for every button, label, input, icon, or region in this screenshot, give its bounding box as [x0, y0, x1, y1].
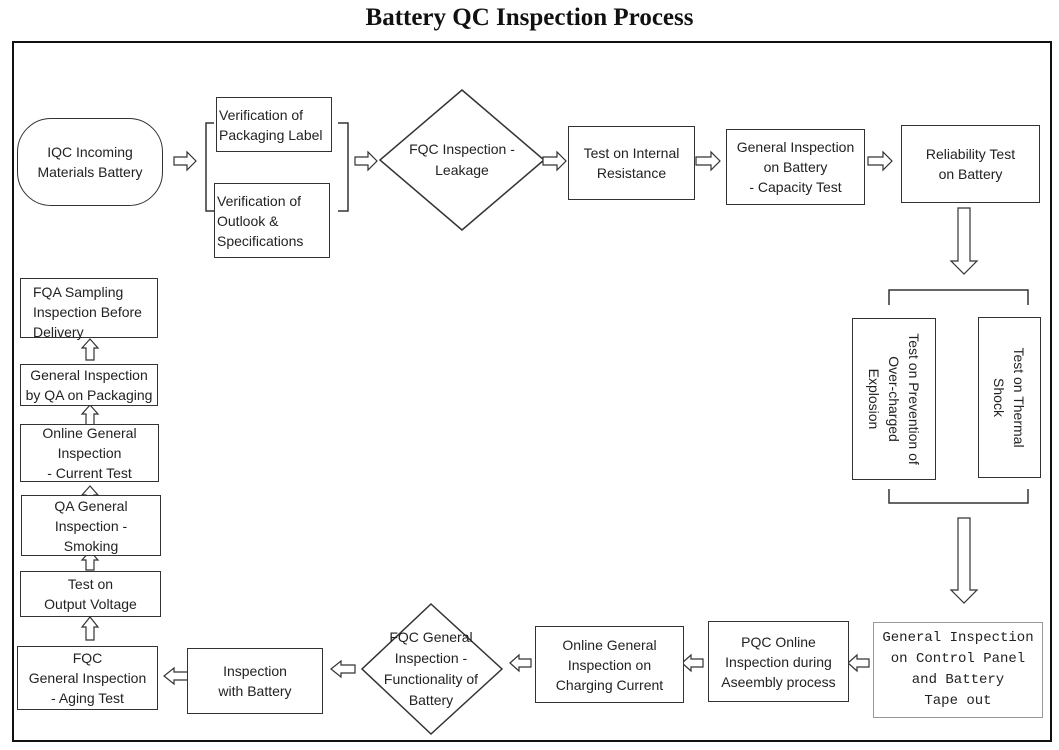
arrow-up — [80, 616, 100, 641]
arrow-left — [163, 666, 189, 686]
bracket-bottom — [888, 489, 1029, 504]
arrow-right — [354, 150, 378, 172]
internal-resistance-node: Test on Internal Resistance — [568, 126, 695, 200]
arrow-right — [695, 150, 721, 172]
arrow-down — [949, 207, 979, 275]
fqc-leakage-label: FQC Inspection - Leakage — [409, 141, 515, 178]
arrow-right — [867, 150, 893, 172]
iqc-incoming-node: IQC Incoming Materials Battery — [17, 118, 163, 206]
arrow-up — [80, 338, 100, 361]
control-panel-node: General Inspection on Control Panel and … — [873, 622, 1043, 718]
arrow-left — [330, 659, 356, 679]
arrow-down — [949, 517, 979, 604]
diagram-title: Battery QC Inspection Process — [365, 4, 694, 31]
bracket-right — [338, 122, 349, 212]
inspection-with-battery-node: Inspection with Battery — [187, 648, 323, 714]
bracket-left — [205, 122, 214, 212]
packaging-label-node: Verification of Packaging Label — [216, 97, 332, 152]
diagram-frame — [12, 41, 1052, 742]
over-charged-label: Test on Prevention of Over-charged Explo… — [866, 333, 922, 465]
arrow-right — [542, 150, 567, 172]
charging-current-node: Online General Inspection on Charging Cu… — [535, 626, 684, 703]
fqa-sampling-node: FQA Sampling Inspection Before Delivery — [20, 278, 158, 340]
thermal-shock-label: Test on Thermal Shock — [991, 347, 1028, 448]
over-charged-node — [852, 318, 936, 480]
aging-test-node: FQC General Inspection - Aging Test — [17, 646, 158, 710]
current-test-node: Online General Inspection - Current Test — [20, 424, 159, 482]
fqc-functionality-diamond — [360, 602, 504, 736]
reliability-test-node: Reliability Test on Battery — [901, 125, 1040, 203]
capacity-test-node: General Inspection on Battery - Capacity… — [726, 129, 865, 205]
pqc-online-node: PQC Online Inspection during Aseembly pr… — [708, 621, 849, 702]
outlook-specs-node: Verification of Outlook & Specifications — [214, 183, 330, 258]
output-voltage-node: Test on Output Voltage — [20, 571, 161, 617]
arrow-left — [509, 653, 532, 673]
qa-packaging-node: General Inspection by QA on Packaging — [20, 364, 158, 406]
arrow-left — [681, 653, 704, 673]
bracket-top — [888, 289, 1029, 305]
fqc-functionality-label: FQC General Inspection - Functionality o… — [383, 629, 479, 708]
arrow-right — [173, 150, 197, 172]
fqc-leakage-diamond — [378, 89, 546, 231]
thermal-shock-node — [978, 317, 1041, 478]
smoking-node: QA General Inspection - Smoking — [21, 495, 161, 556]
arrow-left — [847, 653, 870, 673]
